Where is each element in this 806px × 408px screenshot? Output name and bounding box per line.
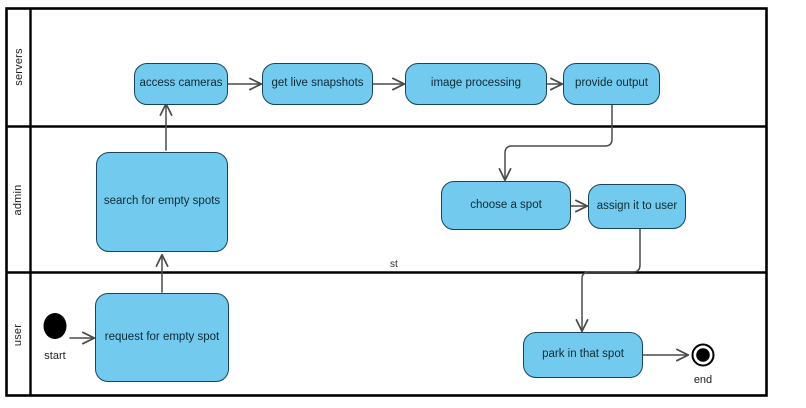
- node-park-in-that-spot[interactable]: park in that spot: [523, 332, 643, 378]
- edge-provide-to-choose: [505, 103, 613, 180]
- initial-node: [43, 313, 67, 339]
- start-node-label: start: [44, 350, 66, 362]
- node-assign-it-to-user[interactable]: assign it to user: [588, 184, 686, 229]
- lane-label-servers: servers: [13, 48, 25, 86]
- node-request-for-empty-spot[interactable]: request for empty spot: [95, 293, 229, 382]
- node-search-for-empty-spots[interactable]: search for empty spots: [96, 152, 228, 252]
- end-node-label: end: [693, 374, 713, 386]
- node-provide-output[interactable]: provide output: [563, 63, 660, 105]
- node-choose-a-spot[interactable]: choose a spot: [441, 181, 571, 230]
- edge-assign-to-park: [582, 228, 641, 331]
- lane-label-admin: admin: [12, 184, 24, 216]
- swimlane-frame: [5, 7, 768, 397]
- final-node: [691, 343, 715, 367]
- node-image-processing[interactable]: image processing: [405, 63, 547, 105]
- stray-text-st: st: [390, 259, 398, 270]
- lane-label-user: user: [12, 323, 24, 347]
- node-access-cameras[interactable]: access cameras: [134, 63, 228, 105]
- node-get-live-snapshots[interactable]: get live snapshots: [262, 63, 373, 105]
